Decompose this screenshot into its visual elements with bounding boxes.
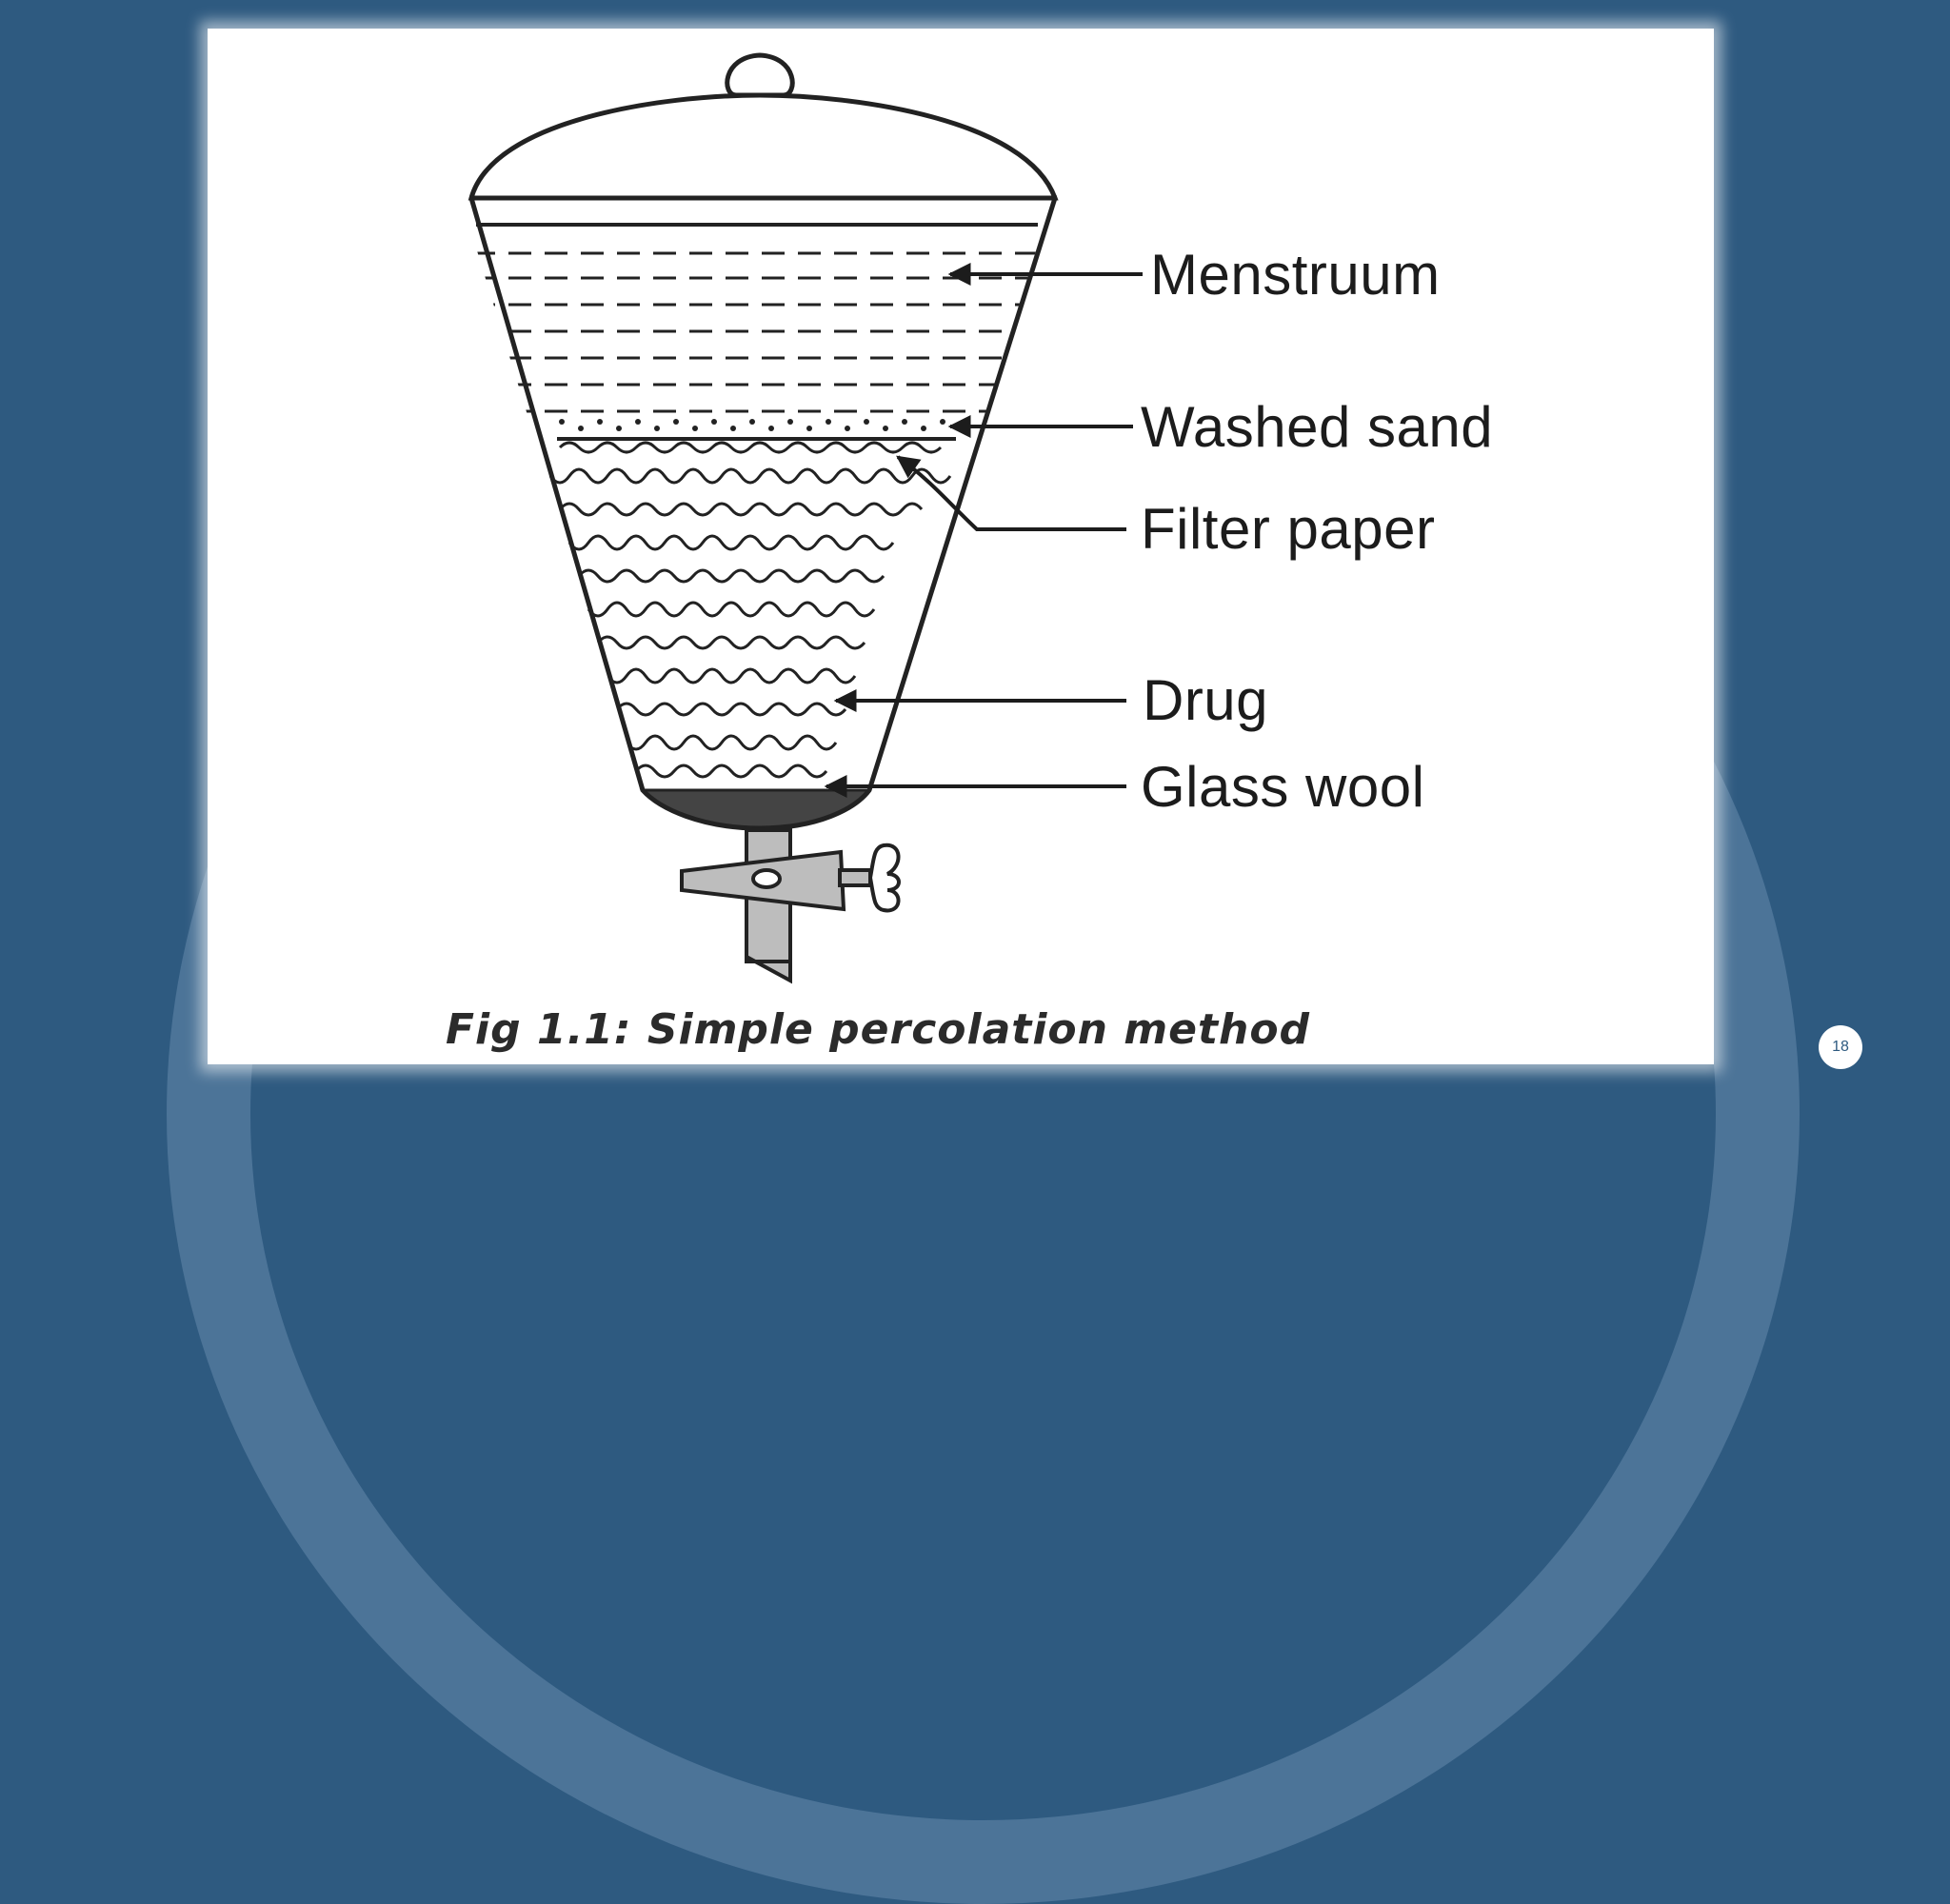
leader-filter-paper: [896, 455, 1126, 531]
stopcock-hole: [751, 868, 782, 889]
figure-caption: Fig 1.1: Simple percolation method: [446, 1005, 1311, 1054]
washed-sand-layer: [559, 419, 945, 431]
label-filter-paper: Filter paper: [1141, 497, 1436, 561]
dome-lid: [468, 92, 1059, 201]
page-number: 18: [1819, 1025, 1862, 1069]
stopcock-neck: [838, 868, 872, 887]
label-washed-sand: Washed sand: [1141, 395, 1494, 459]
drug-layer: [548, 441, 952, 779]
stopcock-handle: [867, 843, 901, 913]
stem-tip: [745, 953, 792, 984]
menstruum-layer: [475, 251, 1038, 413]
label-glass-wool: Glass wool: [1141, 755, 1425, 819]
lid-knob: [725, 52, 795, 98]
glass-wool-layer: [639, 788, 873, 830]
label-menstruum: Menstruum: [1150, 243, 1441, 307]
cone-outline: [468, 197, 1058, 831]
label-drug: Drug: [1143, 668, 1269, 732]
percolator-drawing: [468, 52, 1143, 984]
percolation-figure: Menstruum Washed sand Filter paper Drug …: [208, 29, 1714, 1064]
